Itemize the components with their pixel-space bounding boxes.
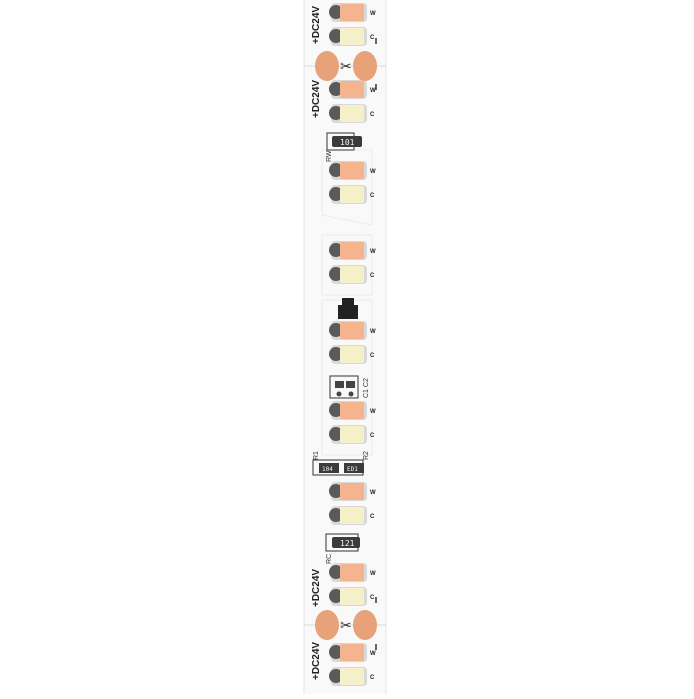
channel-label: W [370,571,376,577]
channel-label: W [370,169,376,175]
cool-led: C [329,667,375,686]
resistor-code: 101 [340,138,355,147]
warm-led: W [329,80,376,99]
channel-label: W [370,88,376,94]
channel-label: C [370,675,375,681]
warm-led: W [329,401,376,420]
cool-led: C [329,587,375,606]
cut-line-top: ✂ [304,51,386,81]
cool-led: C [329,27,375,46]
warm-led: W [329,161,376,180]
cool-led: C [329,345,375,364]
channel-label: C [370,433,375,439]
voltage-label: +DC24V [311,80,322,118]
voltage-label: +DC24V [311,642,322,680]
resistor-code: 104 [322,466,333,473]
resistor-label: R2 [363,451,370,460]
warm-led: W [329,643,376,662]
capacitor-label: C1 C2 [363,378,370,398]
resistor-label: R1 [313,451,320,460]
channel-label: W [370,490,376,496]
scissor-icon: ✂ [340,617,352,633]
resistor-rw: 101 RW [326,132,362,162]
channel-label: C [370,353,375,359]
transistor [338,298,358,319]
voltage-label: +DC24V [311,6,322,44]
cool-led: C [329,425,375,444]
resistor-code: ED1 [347,466,358,473]
channel-label: W [370,329,376,335]
cool-led: C [329,185,375,204]
resistor-label: RW [326,150,333,162]
cool-led: C [329,506,375,525]
channel-label: C [370,595,375,601]
trace-outline [321,149,373,456]
cool-led: C [329,104,375,123]
warm-led: W [329,321,376,340]
scissor-icon: ✂ [340,58,352,74]
led-group: W C W C W C W C W C W C W C W C W C [329,3,376,686]
channel-label: C [370,35,375,41]
cut-line-bottom: ✂ [304,610,386,640]
resistor-rc: 121 RC [325,533,360,564]
warm-led: W [329,241,376,260]
channel-label: W [370,11,376,17]
resistor-label: RC [326,554,333,564]
warm-led: W [329,482,376,501]
resistor-pair: 104 ED1 R1 R2 [312,451,370,476]
channel-label: C [370,273,375,279]
cool-led: C [329,265,375,284]
warm-led: W [329,3,376,22]
channel-label: W [370,249,376,255]
voltage-label: +DC24V [311,569,322,607]
channel-label: W [370,409,376,415]
channel-label: C [370,193,375,199]
channel-label: W [370,651,376,657]
warm-led: W [329,563,376,582]
channel-label: C [370,112,375,118]
capacitor-pair: C1 C2 [329,375,370,399]
channel-label: C [370,514,375,520]
resistor-code: 121 [340,539,355,548]
